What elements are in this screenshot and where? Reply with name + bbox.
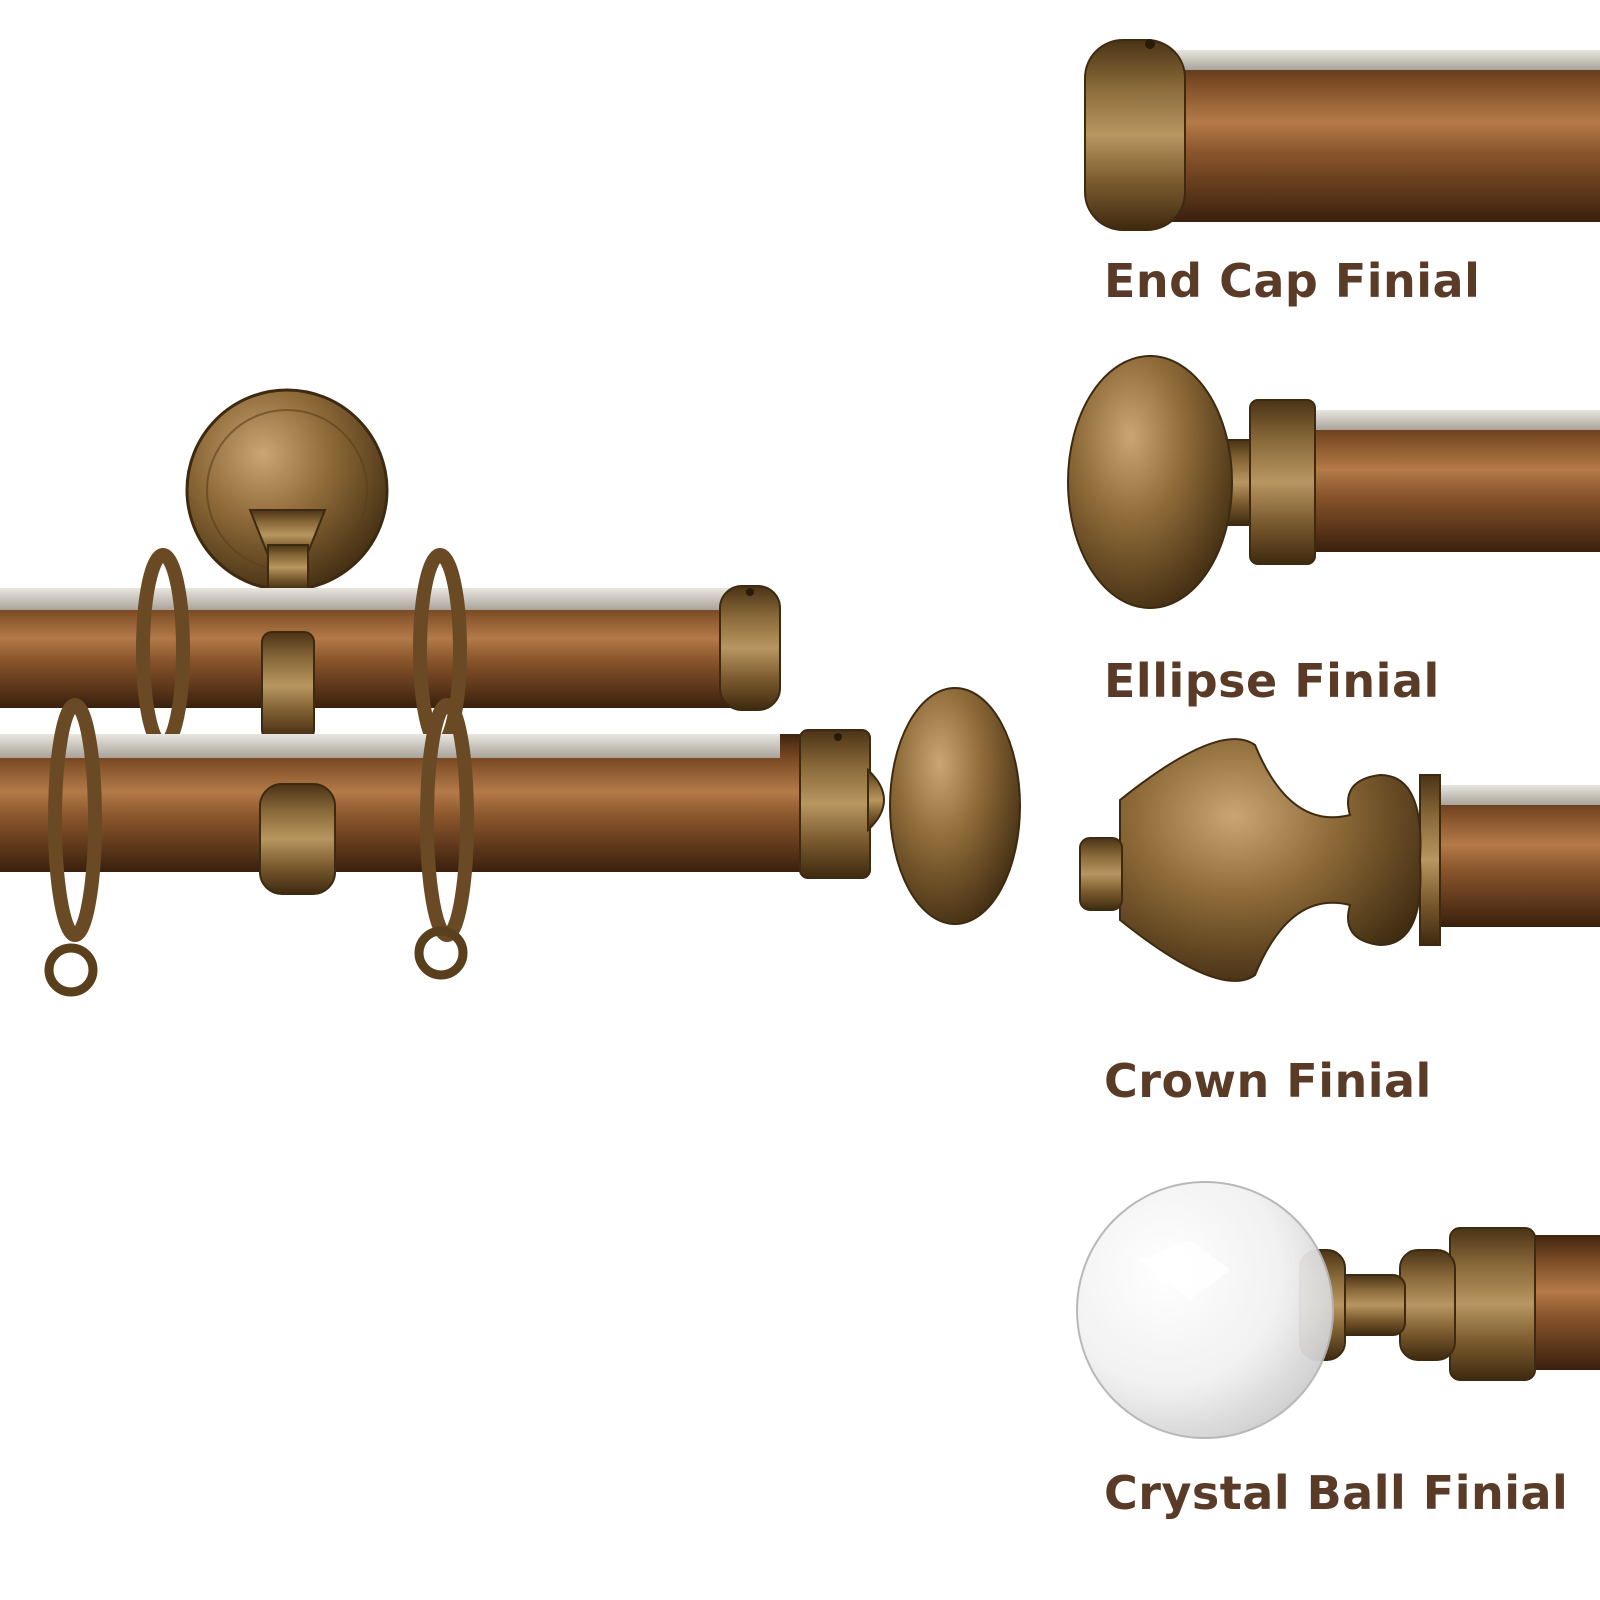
- ellipse-finial-sample: [1067, 355, 1600, 609]
- back-rod-end-cap: [719, 585, 781, 711]
- double-rod-assembly: [0, 388, 1021, 997]
- curtain-ring: [48, 698, 102, 942]
- crystal-ball-finial-label: Crystal Ball Finial: [1104, 1466, 1569, 1520]
- ring-eyelet: [414, 926, 468, 980]
- end-cap-finial-label: End Cap Finial: [1104, 254, 1481, 308]
- ring-eyelet: [44, 943, 98, 997]
- end-cap-finial-sample: [1084, 39, 1600, 231]
- ellipse-finial-label: Ellipse Finial: [1104, 654, 1440, 708]
- crystal-ball-finial-sample: [1076, 1181, 1600, 1439]
- ellipse-finial-knob: [889, 687, 1021, 925]
- crown-finial-sample: [1079, 738, 1600, 982]
- crystal-ball: [1076, 1181, 1334, 1439]
- crown-finial-label: Crown Finial: [1104, 1054, 1432, 1108]
